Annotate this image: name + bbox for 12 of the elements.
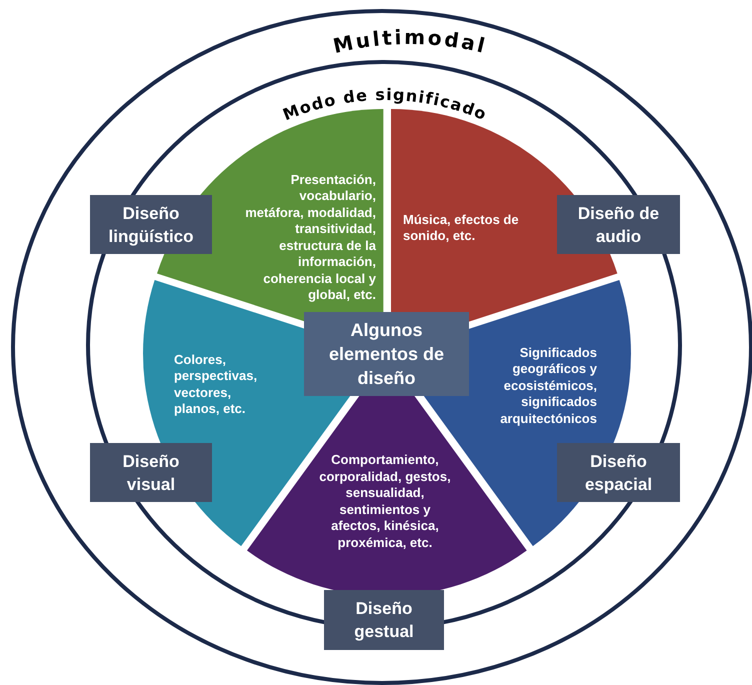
design-label-box: Diseño de audio bbox=[557, 195, 680, 254]
segment-text: Comportamiento, corporalidad, gestos, sensualidad, sentimientos y afectos, kinésica, proxémica, etc. bbox=[318, 452, 452, 551]
design-label-box: Diseño gestual bbox=[324, 590, 444, 650]
segment-text: Significados geográficos y ecosistémicos, significados arquitectónicos bbox=[499, 344, 597, 428]
center-box: Algunos elementos de diseño bbox=[304, 312, 469, 396]
segment-text: Colores, perspectivas, vectores, planos, etc. bbox=[174, 352, 258, 418]
segment-text: Presentación, vocabulario, metáfora, modalidad, transitividad, estructura de la información, coherencia local y global, etc. bbox=[244, 172, 376, 304]
design-label-box: Diseño espacial bbox=[557, 443, 680, 502]
design-label-box: Diseño lingüístico bbox=[90, 195, 212, 254]
ring-title: Multimodal bbox=[330, 24, 490, 58]
design-label-box: Diseño visual bbox=[90, 443, 212, 502]
segment-text: Música, efectos de sonido, etc. bbox=[402, 212, 520, 245]
